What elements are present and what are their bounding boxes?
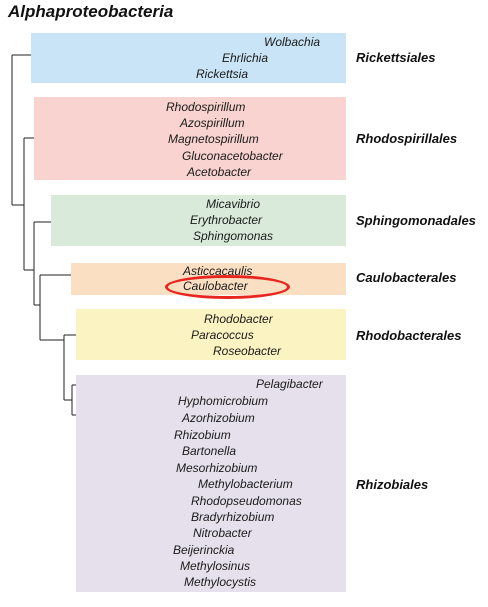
genus-label: Nitrobacter <box>193 526 252 540</box>
genus-label: Methylobacterium <box>198 477 293 491</box>
diagram-title: Alphaproteobacteria <box>8 2 174 21</box>
genus-label: Bartonella <box>182 444 237 458</box>
order-label-caulobacterales: Caulobacterales <box>356 270 457 285</box>
genus-label: Mesorhizobium <box>176 461 258 475</box>
genus-label: Rhodospirillum <box>166 100 246 114</box>
order-label-rhizobiales: Rhizobiales <box>356 477 429 492</box>
genus-label: Pelagibacter <box>256 377 323 391</box>
group-box-rhodobacterales <box>76 309 346 360</box>
genus-label: Magnetospirillum <box>168 132 259 146</box>
group-box-rickettsiales <box>31 33 346 83</box>
genus-label: Gluconacetobacter <box>182 149 283 163</box>
genus-label: Roseobacter <box>213 344 282 358</box>
order-label-rickettsiales: Rickettsiales <box>356 50 436 65</box>
genus-label: Methylocystis <box>184 575 257 589</box>
genus-label: Rhodopseudomonas <box>191 494 302 508</box>
order-label-sphingomonadales: Sphingomonadales <box>356 213 476 228</box>
genus-label: Paracoccus <box>191 328 254 342</box>
genus-label: Acetobacter <box>187 165 252 179</box>
genus-label: Hyphomicrobium <box>178 394 269 408</box>
genus-label: Ehrlichia <box>222 51 269 65</box>
group-box-rhodospirillales <box>34 97 346 180</box>
genus-label: Micavibrio <box>206 197 261 211</box>
genus-label: Rhodobacter <box>204 312 273 326</box>
genus-label: Methylosinus <box>180 559 251 573</box>
genus-label: Azospirillum <box>180 116 245 130</box>
order-label-rhodospirillales: Rhodospirillales <box>356 131 458 146</box>
genus-label: Bradyrhizobium <box>191 510 275 524</box>
group-box-rhizobiales <box>76 375 346 592</box>
genus-label: Sphingomonas <box>193 229 274 243</box>
order-label-rhodobacterales: Rhodobacterales <box>356 328 462 343</box>
highlight-ellipse <box>165 275 290 299</box>
genus-label: Rhizobium <box>174 428 231 442</box>
genus-label: Wolbachia <box>264 35 321 49</box>
genus-label: Beijerinckia <box>173 543 235 557</box>
genus-label: Azorhizobium <box>182 411 255 425</box>
group-box-sphingomonadales <box>51 195 346 246</box>
genus-label: Erythrobacter <box>190 213 263 227</box>
genus-label: Rickettsia <box>196 67 249 81</box>
